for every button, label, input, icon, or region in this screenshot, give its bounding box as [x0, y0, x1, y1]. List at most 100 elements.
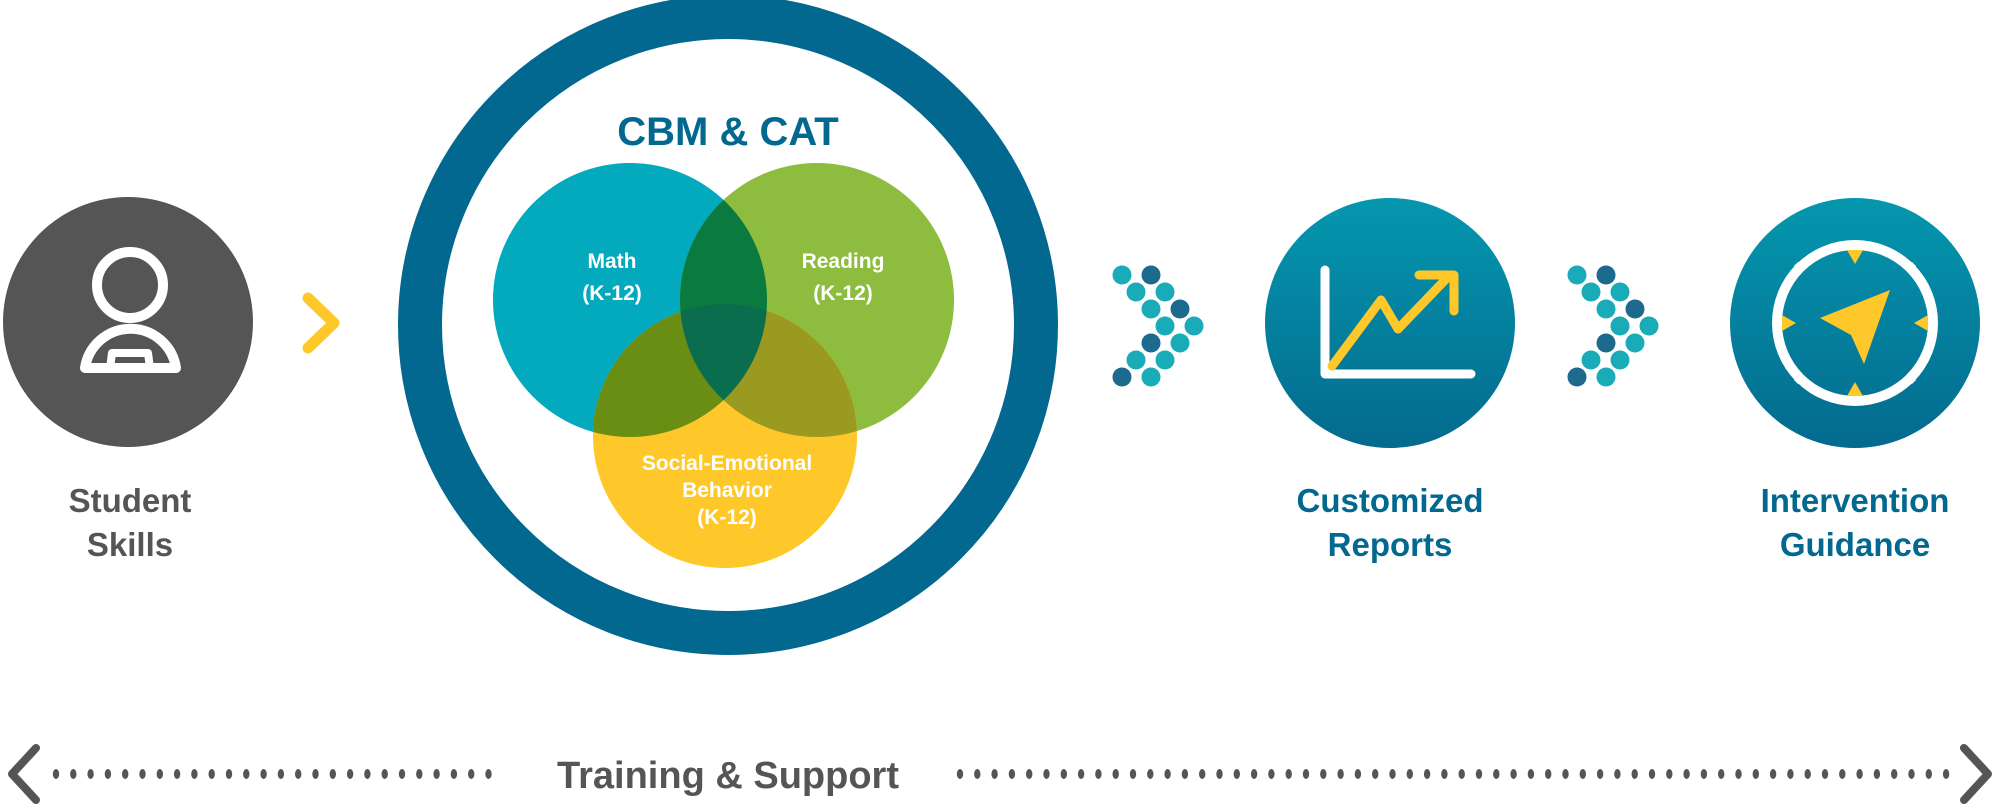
footer-dot	[1285, 769, 1292, 779]
footer-dot	[1441, 769, 1448, 779]
arrow-dot	[1596, 333, 1616, 353]
intervention-guidance-node: Intervention Guidance	[1730, 198, 1980, 563]
footer-dot	[1112, 769, 1119, 779]
arrow-dot	[1596, 367, 1616, 387]
footer-dot	[1908, 769, 1915, 779]
arrow-dot	[1155, 316, 1175, 336]
footer-dot	[1856, 769, 1863, 779]
customized-reports-node: Customized Reports	[1265, 198, 1515, 563]
footer-dot	[1942, 769, 1950, 779]
footer-dot	[104, 769, 112, 779]
training-support-label: Training & Support	[557, 755, 899, 797]
compass-icon	[1772, 240, 1938, 406]
footer-dot	[1147, 769, 1154, 779]
footer-dot	[1199, 769, 1206, 779]
chevron-right-icon	[302, 292, 340, 354]
arrow-dot	[1141, 367, 1161, 387]
footer-dot	[1769, 769, 1777, 779]
seb-label-line1: Social-Emotional	[642, 452, 812, 475]
arrow-dot	[1581, 350, 1601, 370]
footer-dot	[1406, 769, 1414, 779]
cbm-cat-ring: UNIVERSAL SCREENING PROGRESS MONITORING …	[398, 0, 1058, 655]
arrow-dot	[1596, 299, 1616, 319]
arrow-dot	[1141, 333, 1161, 353]
arrow-dot	[1141, 299, 1161, 319]
footer-dot	[1787, 769, 1794, 779]
footer-dot	[1475, 769, 1483, 779]
footer-dot	[1302, 769, 1310, 779]
footer-dot	[1233, 769, 1241, 779]
dot-arrow-icon	[1112, 265, 1204, 387]
footer-dot	[416, 769, 423, 779]
footer-dot	[1700, 769, 1708, 779]
footer-dot	[1129, 769, 1137, 779]
arrow-dot	[1184, 316, 1204, 336]
training-support-bar: Training & Support	[8, 744, 1992, 804]
footer-dot	[1250, 769, 1258, 779]
chevron-right-end-icon	[1960, 744, 1992, 804]
footer-dot	[1372, 769, 1379, 779]
reports-label-line2: Reports	[1328, 526, 1453, 563]
footer-dot	[1268, 769, 1275, 779]
footer-dot	[1631, 769, 1638, 779]
footer-dot	[1337, 769, 1344, 779]
footer-dot	[398, 769, 406, 779]
dotted-line-right	[956, 769, 1950, 779]
footer-dot	[173, 769, 181, 779]
footer-dot	[260, 769, 267, 779]
footer-dot	[433, 769, 440, 779]
arrow-dot	[1610, 350, 1630, 370]
footer-dot	[1683, 769, 1690, 779]
line-chart-icon	[1320, 265, 1476, 379]
arrow-dot	[1155, 350, 1175, 370]
footer-dot	[1718, 769, 1725, 779]
venn-diagram: Math (K-12) Reading (K-12) Social-Emotio…	[493, 163, 954, 568]
arrow-dot	[1610, 282, 1630, 302]
footer-dot	[1095, 769, 1102, 779]
arrow-dot	[1581, 282, 1601, 302]
arrow-dot	[1567, 265, 1587, 285]
footer-dot	[468, 769, 475, 779]
footer-dot	[1077, 769, 1085, 779]
footer-dot	[1839, 769, 1846, 779]
footer-dot	[329, 769, 336, 779]
footer-dot	[1458, 769, 1465, 779]
cbm-cat-title: CBM & CAT	[617, 110, 838, 154]
footer-dot	[450, 769, 458, 779]
footer-dot	[1216, 769, 1223, 779]
footer-dot	[1562, 769, 1569, 779]
arrow-dot	[1170, 299, 1190, 319]
reports-label-line1: Customized	[1296, 482, 1483, 519]
footer-dot	[1493, 769, 1500, 779]
footer-dot	[1545, 769, 1552, 779]
footer-dot	[974, 769, 981, 779]
footer-dot	[1925, 769, 1933, 779]
footer-dot	[225, 769, 233, 779]
seb-label-line3: (K-12)	[697, 506, 757, 529]
arrow-dot	[1567, 367, 1587, 387]
arrow-dot	[1112, 265, 1132, 285]
footer-dot	[1821, 769, 1829, 779]
reading-label-line2: (K-12)	[813, 282, 873, 305]
footer-dot	[243, 769, 250, 779]
arrow-dot	[1126, 282, 1146, 302]
footer-dot	[346, 769, 354, 779]
person-icon	[80, 247, 181, 373]
chevron-left-icon	[8, 744, 40, 804]
footer-dot	[1579, 769, 1587, 779]
footer-dot	[1891, 769, 1898, 779]
footer-dot	[70, 769, 77, 779]
footer-dot	[1423, 769, 1431, 779]
footer-dot	[277, 769, 285, 779]
math-label-line2: (K-12)	[582, 282, 642, 305]
footer-dot	[956, 769, 964, 779]
arrow-dot	[1610, 316, 1630, 336]
student-label-line1: Student	[69, 482, 192, 519]
footer-dot	[1648, 769, 1656, 779]
footer-dot	[1181, 769, 1189, 779]
math-label-line1: Math	[588, 250, 637, 273]
footer-dot	[1043, 769, 1050, 779]
footer-dot	[1614, 769, 1621, 779]
arrow-dot	[1141, 265, 1161, 285]
